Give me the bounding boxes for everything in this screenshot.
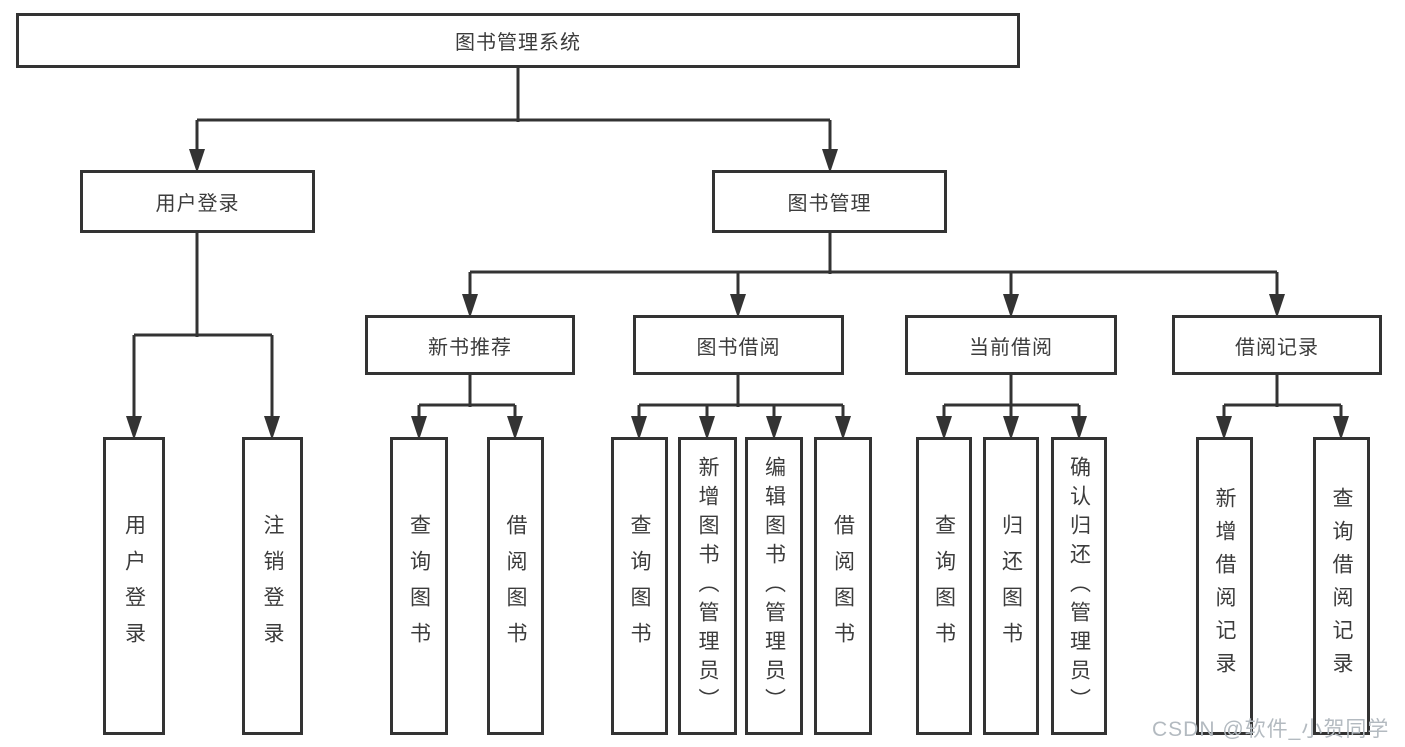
node-root: 图书管理系统 — [16, 13, 1020, 68]
leaf-confirm-return-admin-label: 确认归还（管理员） — [1067, 455, 1091, 717]
leaf-add-borrow-record-label: 新增借阅记录 — [1213, 487, 1236, 685]
leaf-query-books-2: 查询图书 — [611, 437, 668, 735]
leaf-query-books-1-label: 查询图书 — [407, 514, 431, 658]
node-borrow-records-label: 借阅记录 — [1235, 336, 1319, 359]
leaf-return-book-label: 归还图书 — [999, 514, 1023, 658]
leaf-query-books-2-label: 查询图书 — [628, 514, 651, 658]
leaf-borrow-books-2-label: 借阅图书 — [831, 514, 855, 658]
leaf-logout-label: 注销登录 — [261, 514, 284, 658]
node-book-borrow: 图书借阅 — [633, 315, 844, 375]
node-user-login: 用户登录 — [80, 170, 315, 233]
node-book-borrow-label: 图书借阅 — [696, 336, 781, 359]
leaf-add-book-admin: 新增图书（管理员） — [678, 437, 737, 735]
leaf-query-borrow-record: 查询借阅记录 — [1313, 437, 1370, 735]
node-book-management-label: 图书管理 — [787, 193, 872, 215]
leaf-query-borrow-record-label: 查询借阅记录 — [1330, 487, 1353, 685]
node-new-book-recommend: 新书推荐 — [365, 315, 575, 375]
node-current-borrow-label: 当前借阅 — [969, 336, 1053, 359]
leaf-user-login-label: 用户登录 — [122, 514, 146, 658]
leaf-query-books-3-label: 查询图书 — [932, 514, 956, 658]
leaf-query-books-1: 查询图书 — [390, 437, 448, 735]
leaf-query-books-3: 查询图书 — [916, 437, 972, 735]
node-book-management: 图书管理 — [712, 170, 947, 233]
leaf-add-book-admin-label: 新增图书（管理员） — [696, 455, 719, 717]
node-new-book-recommend-label: 新书推荐 — [428, 336, 512, 359]
node-root-label: 图书管理系统 — [455, 32, 581, 54]
leaf-borrow-books-1: 借阅图书 — [487, 437, 544, 735]
node-current-borrow: 当前借阅 — [905, 315, 1117, 375]
leaf-add-borrow-record: 新增借阅记录 — [1196, 437, 1253, 735]
node-user-login-label: 用户登录 — [155, 193, 240, 215]
node-borrow-records: 借阅记录 — [1172, 315, 1382, 375]
leaf-confirm-return-admin: 确认归还（管理员） — [1051, 437, 1107, 735]
leaf-borrow-books-2: 借阅图书 — [814, 437, 872, 735]
leaf-return-book: 归还图书 — [983, 437, 1039, 735]
leaf-borrow-books-1-label: 借阅图书 — [504, 514, 527, 658]
leaf-edit-book-admin-label: 编辑图书（管理员） — [762, 455, 786, 717]
leaf-edit-book-admin: 编辑图书（管理员） — [745, 437, 803, 735]
watermark: CSDN @软件_小贺同学 — [1152, 718, 1390, 741]
leaf-user-login: 用户登录 — [103, 437, 165, 735]
leaf-logout: 注销登录 — [242, 437, 303, 735]
